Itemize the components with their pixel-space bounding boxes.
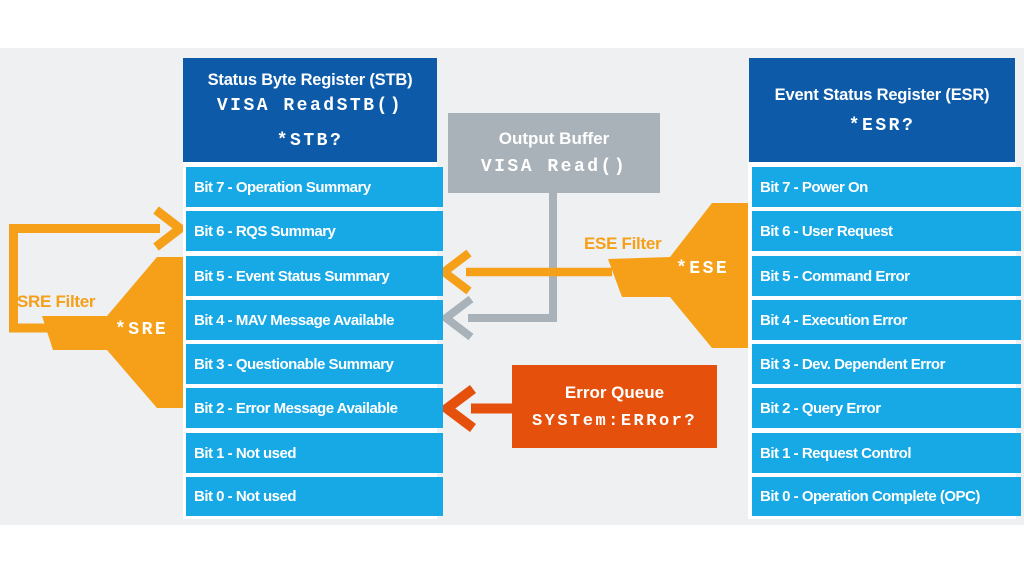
esr-header: Event Status Register (ESR) *ESR? [749,58,1015,162]
stb-bit6-row: Bit 6 - RQS Summary [186,211,443,251]
stb-bit4-row: Bit 4 - MAV Message Available [186,300,443,340]
error-queue-title: Error Queue [564,382,665,402]
sre-feedback-arrow [9,206,188,333]
esr-bit5-row: Bit 5 - Command Error [752,256,1021,296]
stb-bit7-row: Bit 7 - Operation Summary [186,167,443,207]
stb-bit1-row: Bit 1 - Not used [186,433,443,473]
output-buffer-box: Output Buffer VISA Read() [448,113,660,193]
output-buffer-title: Output Buffer [498,129,610,148]
esr-bit7-row: Bit 7 - Power On [752,167,1021,207]
stb-title: Status Byte Register (STB) [207,71,413,89]
stb-bit3-row: Bit 3 - Questionable Summary [186,344,443,384]
sre-filter-funnel [42,257,186,408]
stb-bit5-row: Bit 5 - Event Status Summary [186,256,443,296]
output-buffer-visa-command: VISA Read() [480,157,628,177]
esr-bit2-row: Bit 2 - Query Error [752,388,1021,428]
stb-visa-command: VISA ReadSTB() [216,96,404,116]
stb-bit2-row: Bit 2 - Error Message Available [186,388,443,428]
esr-title: Event Status Register (ESR) [774,86,990,104]
stb-header: Status Byte Register (STB) VISA ReadSTB(… [183,58,437,162]
esr-bit3-row: Bit 3 - Dev. Dependent Error [752,344,1021,384]
sre-filter-label: SRE Filter [17,292,96,311]
stb-bit0-row: Bit 0 - Not used [186,477,443,516]
stb-scpi-command: *STB? [276,131,344,151]
esr-bit6-row: Bit 6 - User Request [752,211,1021,251]
esr-bit4-row: Bit 4 - Execution Error [752,300,1021,340]
esr-bit1-row: Bit 1 - Request Control [752,433,1021,473]
sre-filter-command: *SRE [115,320,169,340]
output-buffer-to-mav-arrow [439,191,557,341]
ese-filter-command: *ESE [676,259,730,279]
ese-filter-funnel [608,203,748,348]
esr-scpi-command: *ESR? [848,116,916,136]
error-queue-to-stb-arrow [438,385,513,432]
esr-bit0-row: Bit 0 - Operation Complete (OPC) [752,477,1021,516]
error-queue-box: Error Queue SYSTem:ERRor? [512,365,717,448]
ese-to-stb-arrow [436,249,612,295]
ese-filter-label: ESE Filter [584,234,662,253]
error-queue-scpi-command: SYSTem:ERRor? [531,411,698,431]
